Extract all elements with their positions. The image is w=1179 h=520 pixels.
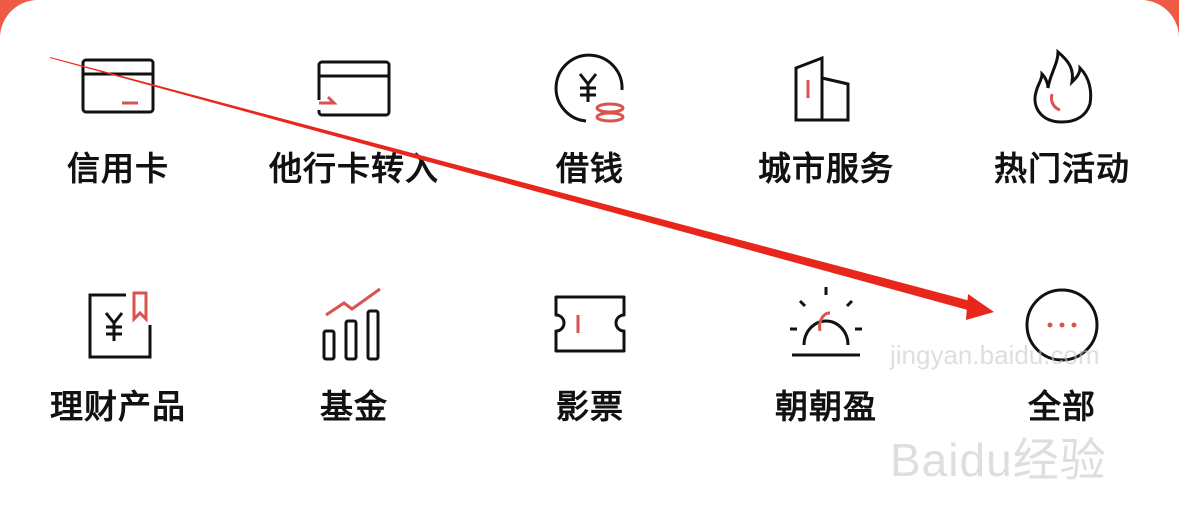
grid-item-label: 全部	[1028, 387, 1096, 426]
borrow-yuan-coin-icon	[554, 53, 625, 123]
movie-ticket-icon	[554, 295, 626, 353]
grid-item-label: 基金	[320, 387, 388, 426]
grid-item-label: 朝朝盈	[775, 387, 877, 426]
city-building-icon	[794, 55, 850, 122]
more-dots-icon	[1025, 288, 1099, 362]
watermark-url: jingyan.baidu.com	[890, 340, 1100, 370]
grid-item-label: 影票	[556, 387, 624, 426]
card-transfer-icon	[317, 60, 391, 117]
grid-item-label: 城市服务	[758, 149, 894, 188]
grid-item-label: 热门活动	[994, 149, 1130, 188]
wealth-bookmark-yuan-icon	[88, 291, 152, 359]
flame-icon	[1033, 48, 1093, 124]
sunrise-icon	[790, 287, 862, 357]
grid-item-label: 信用卡	[67, 149, 169, 188]
watermark-brand: Baidu经验	[890, 434, 1107, 486]
grid-item-label: 理财产品	[50, 387, 186, 426]
credit-card-icon	[81, 58, 155, 114]
fund-chart-icon	[322, 287, 381, 361]
grid-item-label: 借钱	[556, 149, 624, 188]
grid-item-label: 他行卡转入	[269, 149, 439, 188]
